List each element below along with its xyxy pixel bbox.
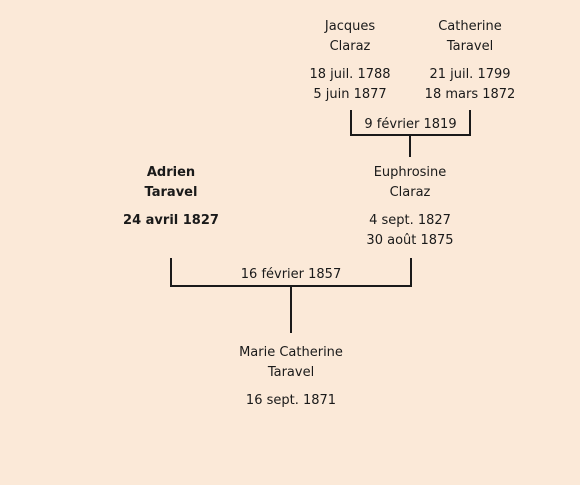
person-catherine-taravel[interactable]: Catherine Taravel 21 juil. 1799 18 mars … bbox=[390, 17, 550, 105]
person-surname: Claraz bbox=[389, 185, 431, 200]
marriage-date-1819: 9 février 1819 bbox=[364, 117, 457, 132]
connector-left-drop bbox=[350, 110, 352, 136]
connector-child-drop bbox=[290, 287, 292, 333]
person-surname: Taravel bbox=[446, 39, 494, 54]
person-jacques-claraz[interactable]: Jacques Claraz 18 juil. 1788 5 juin 1877 bbox=[270, 17, 430, 105]
marriage-date-1857: 16 février 1857 bbox=[240, 267, 342, 282]
connector-right-drop bbox=[410, 258, 412, 287]
connector-horizontal bbox=[350, 134, 471, 136]
person-surname: Taravel bbox=[144, 185, 198, 200]
birth-date: 16 sept. 1871 bbox=[245, 393, 337, 408]
death-date: 5 juin 1877 bbox=[313, 87, 387, 102]
person-surname: Taravel bbox=[267, 365, 315, 380]
birth-date: 18 juil. 1788 bbox=[309, 67, 391, 82]
person-marie-catherine-taravel[interactable]: Marie Catherine Taravel 16 sept. 1871 bbox=[211, 343, 371, 411]
connector-child-drop bbox=[409, 136, 411, 157]
person-adrien-taravel[interactable]: Adrien Taravel 24 avril 1827 bbox=[91, 163, 251, 231]
person-name: Euphrosine bbox=[373, 165, 447, 180]
birth-date: 24 avril 1827 bbox=[123, 213, 219, 228]
connector-right-drop bbox=[469, 110, 471, 136]
connector-horizontal bbox=[170, 285, 412, 287]
person-name: Catherine bbox=[438, 19, 502, 34]
connector-left-drop bbox=[170, 258, 172, 287]
person-name: Adrien bbox=[146, 165, 196, 180]
death-date: 30 août 1875 bbox=[366, 233, 454, 248]
person-surname: Claraz bbox=[329, 39, 371, 54]
person-name: Jacques bbox=[324, 19, 376, 34]
birth-date: 4 sept. 1827 bbox=[369, 213, 451, 228]
person-euphrosine-claraz[interactable]: Euphrosine Claraz 4 sept. 1827 30 août 1… bbox=[330, 163, 490, 251]
person-name: Marie Catherine bbox=[239, 345, 343, 360]
birth-date: 21 juil. 1799 bbox=[429, 67, 511, 82]
death-date: 18 mars 1872 bbox=[424, 87, 516, 102]
